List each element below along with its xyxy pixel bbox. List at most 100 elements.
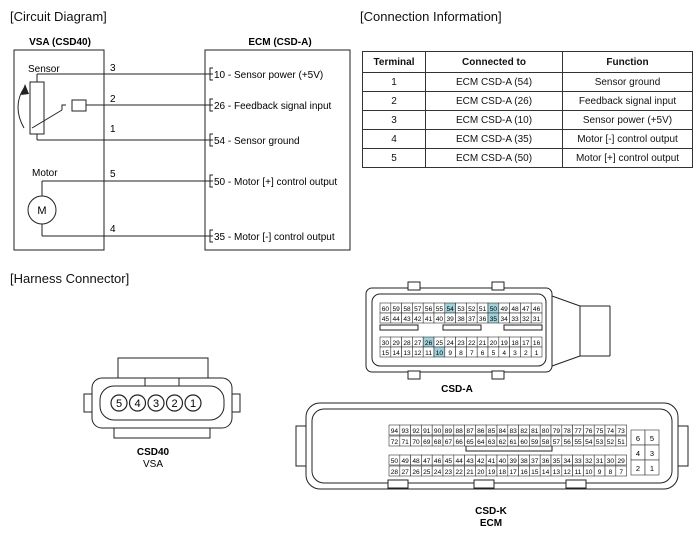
csd-a-pin-label: 40 — [436, 316, 444, 323]
csd-k-pin-label: 16 — [520, 469, 528, 476]
csd-k-pin-label: 67 — [445, 439, 453, 446]
csd-a-pin-label: 54 — [447, 306, 455, 313]
csd-k-pin-label: 94 — [391, 428, 399, 435]
csd-a-pin-label: 46 — [533, 306, 541, 313]
csd-k-pin-label: 66 — [456, 439, 464, 446]
csd40-name: CSD40 — [137, 447, 170, 458]
csd-a-pin-label: 55 — [436, 306, 444, 313]
csd-k-side-pin-label: 3 — [650, 449, 654, 458]
csd-k-pin-label: 53 — [596, 439, 604, 446]
csd40-pin-label: 4 — [134, 398, 140, 410]
csd-a-pin-label: 45 — [382, 316, 390, 323]
csd-k-pin-label: 61 — [510, 439, 518, 446]
csd-k-sub: ECM — [480, 518, 502, 529]
csd-a-pin-label: 25 — [436, 340, 444, 347]
csd40-sub: VSA — [143, 459, 163, 470]
csd-k-pin-label: 28 — [391, 469, 399, 476]
csd-a-pin-label: 18 — [511, 340, 519, 347]
csd-k-pin-label: 84 — [499, 428, 507, 435]
csd-k-side-pin-label: 6 — [636, 434, 640, 443]
csd-k-pin-label: 50 — [391, 458, 399, 465]
csd-a-pin-label: 33 — [511, 316, 519, 323]
csd-k-pin-label: 79 — [553, 428, 561, 435]
csd-k-pin-label: 17 — [510, 469, 518, 476]
csd-a-connector — [365, 281, 611, 380]
csd-k-pin-label: 75 — [596, 428, 604, 435]
csd-k-pin-label: 49 — [402, 458, 410, 465]
csd40-pin-3 — [147, 394, 165, 412]
csd-a-pin-label: 21 — [479, 340, 487, 347]
csd-a-pin-label: 11 — [425, 350, 432, 357]
csd-k-pin-label: 31 — [596, 458, 604, 465]
csd-k-pin-label: 48 — [412, 458, 420, 465]
csd-k-pin-label: 57 — [553, 439, 561, 446]
csd-k-pin-label: 32 — [585, 458, 593, 465]
csd-k-pin-label: 14 — [542, 469, 550, 476]
csd-k-pin-label: 72 — [391, 439, 399, 446]
csd40-pin-5 — [110, 394, 128, 412]
csd-k-pin-label: 33 — [574, 458, 582, 465]
csd-a-pin-1 — [530, 346, 543, 358]
csd-k-side-pin-label: 4 — [636, 449, 640, 458]
csd-k-pin-label: 10 — [585, 469, 593, 476]
csd-k-pin-label: 8 — [609, 469, 613, 476]
csd-a-pin-label: 15 — [382, 350, 390, 357]
csd-a-pin-label: 3 — [513, 350, 517, 357]
csd-k-pin-label: 74 — [607, 428, 615, 435]
csd-k-pin-label: 59 — [531, 439, 539, 446]
csd-k-pin-label: 91 — [423, 428, 431, 435]
csd-a-pin-label: 48 — [511, 306, 519, 313]
csd-k-pin-label: 45 — [445, 458, 453, 465]
csd-a-pin-label: 2 — [524, 350, 528, 357]
csd-k-pin-label: 30 — [607, 458, 615, 465]
csd-a-pin-label: 44 — [393, 316, 401, 323]
csd-a-pin-label: 52 — [468, 306, 476, 313]
csd-a-name: CSD-A — [441, 384, 473, 395]
csd40-pin-label: 2 — [171, 398, 177, 410]
csd-a-pin-label: 1 — [535, 350, 539, 357]
csd-a-pin-label: 34 — [501, 316, 509, 323]
csd40-pin-2 — [165, 394, 184, 412]
csd-a-pin-label: 42 — [414, 316, 422, 323]
csd-k-pin-label: 23 — [445, 469, 453, 476]
csd-a-pin-label: 12 — [414, 350, 422, 357]
csd40-pin-4 — [128, 394, 147, 412]
csd-k-pin-label: 37 — [531, 458, 539, 465]
csd-a-pin-label: 27 — [414, 340, 422, 347]
csd-k-pin-label: 90 — [434, 428, 442, 435]
csd-k-pin-label: 80 — [542, 428, 550, 435]
csd-k-pin-label: 42 — [477, 458, 485, 465]
csd-k-pin-label: 64 — [477, 439, 485, 446]
csd-a-pin-label: 56 — [425, 306, 433, 313]
csd-a-pin-31 — [530, 312, 543, 324]
csd40-pin-label: 1 — [190, 398, 196, 410]
csd-k-pin-51 — [615, 435, 627, 447]
csd-a-pin-label: 4 — [502, 350, 506, 357]
csd-k-pin-label: 54 — [585, 439, 593, 446]
csd-a-pin-label: 22 — [468, 340, 476, 347]
csd-k-pin-label: 89 — [445, 428, 453, 435]
csd-a-pin-label: 14 — [393, 350, 401, 357]
csd-k-pin-label: 26 — [412, 469, 420, 476]
csd-a-pin-label: 5 — [492, 350, 496, 357]
csd-k-pin-label: 58 — [542, 439, 550, 446]
csd-a-pin-label: 28 — [403, 340, 411, 347]
csd-k-pin-label: 38 — [520, 458, 528, 465]
csd-a-pin-label: 51 — [479, 306, 487, 313]
csd-a-pin-label: 32 — [522, 316, 530, 323]
function-cell: Motor [+] control output — [562, 148, 693, 168]
csd-k-pin-label: 47 — [423, 458, 431, 465]
csd-k-pin-label: 15 — [531, 469, 539, 476]
harness-connector-title: [Harness Connector] — [10, 271, 130, 286]
csd-k-pin-label: 46 — [434, 458, 442, 465]
csd-k-pin-label: 82 — [520, 428, 528, 435]
csd-k-pin-label: 83 — [510, 428, 518, 435]
connected-to-cell: ECM CSD-A (50) — [425, 148, 563, 168]
csd-k-pin-label: 19 — [488, 469, 496, 476]
csd-k-pin-label: 93 — [402, 428, 410, 435]
csd-k-pin-label: 29 — [618, 458, 626, 465]
